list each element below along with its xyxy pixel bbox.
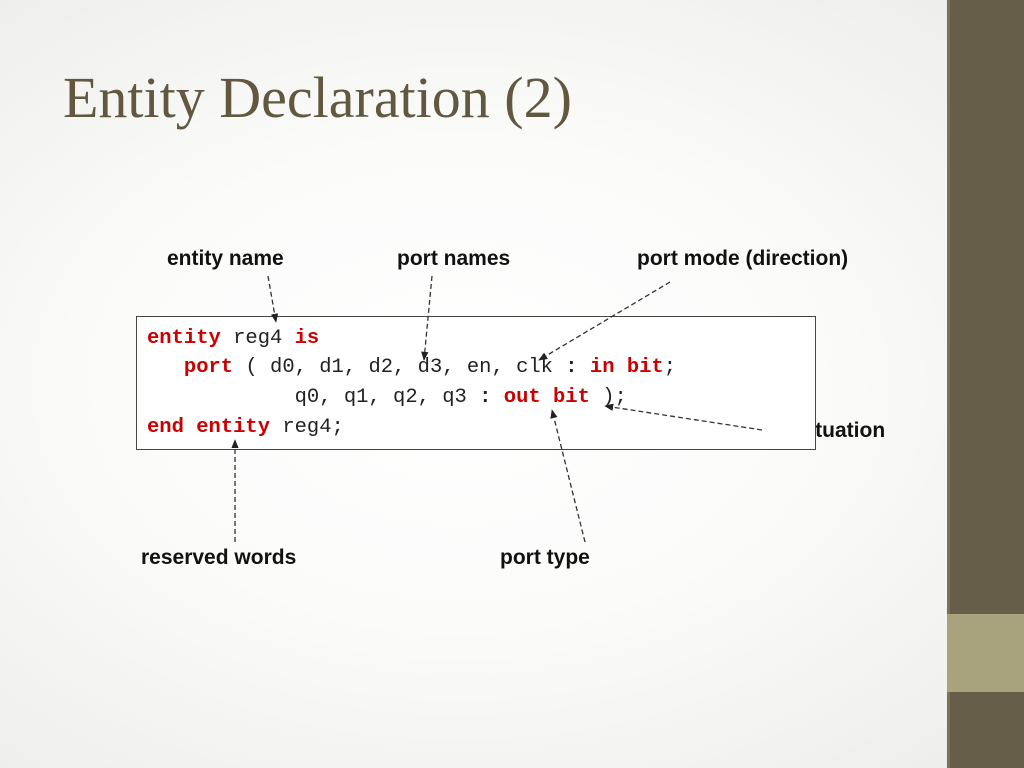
output-port-list: q0, q1, q2, q3 [294, 386, 480, 409]
code-box: entity reg4 is port ( d0, d1, d2, d3, en… [136, 316, 816, 450]
keyword-in: in [589, 356, 615, 379]
sidebar-edge [947, 0, 950, 768]
indent [147, 356, 184, 379]
keyword-entity: entity [196, 416, 271, 439]
colon-punctuation: : [565, 356, 578, 379]
code-line-4: end entity reg4; [147, 413, 344, 443]
label-entity-name: entity name [167, 247, 284, 270]
indent [147, 386, 295, 409]
sidebar-bar [947, 0, 1024, 768]
keyword-entity: entity [147, 327, 221, 350]
space [615, 356, 627, 379]
keyword-bit: bit [626, 356, 664, 379]
space [541, 386, 553, 409]
space [578, 356, 590, 379]
keyword-port: port [183, 356, 234, 379]
space [184, 416, 196, 439]
semicolon-punctuation: ; [663, 356, 677, 379]
entity-identifier: reg4; [270, 416, 344, 439]
code-line-3: q0, q1, q2, q3 : out bit ); [147, 383, 627, 413]
slide-title: Entity Declaration (2) [63, 65, 572, 130]
label-reserved-words: reserved words [141, 546, 297, 569]
close-paren-punctuation: ); [589, 386, 627, 409]
label-port-type: port type [500, 546, 590, 569]
entity-identifier: reg4 [220, 327, 295, 350]
colon-punctuation: : [479, 386, 492, 409]
space [491, 386, 503, 409]
label-port-names: port names [397, 247, 511, 270]
keyword-end: end [147, 416, 184, 439]
keyword-out: out [503, 386, 541, 409]
label-port-mode: port mode (direction) [637, 247, 849, 270]
keyword-bit: bit [553, 386, 590, 409]
code-line-2: port ( d0, d1, d2, d3, en, clk : in bit; [147, 353, 676, 383]
keyword-is: is [294, 327, 320, 350]
sidebar-accent-block [947, 614, 1024, 692]
input-port-list: ( d0, d1, d2, d3, en, clk [233, 356, 566, 379]
code-line-1: entity reg4 is [147, 324, 319, 354]
